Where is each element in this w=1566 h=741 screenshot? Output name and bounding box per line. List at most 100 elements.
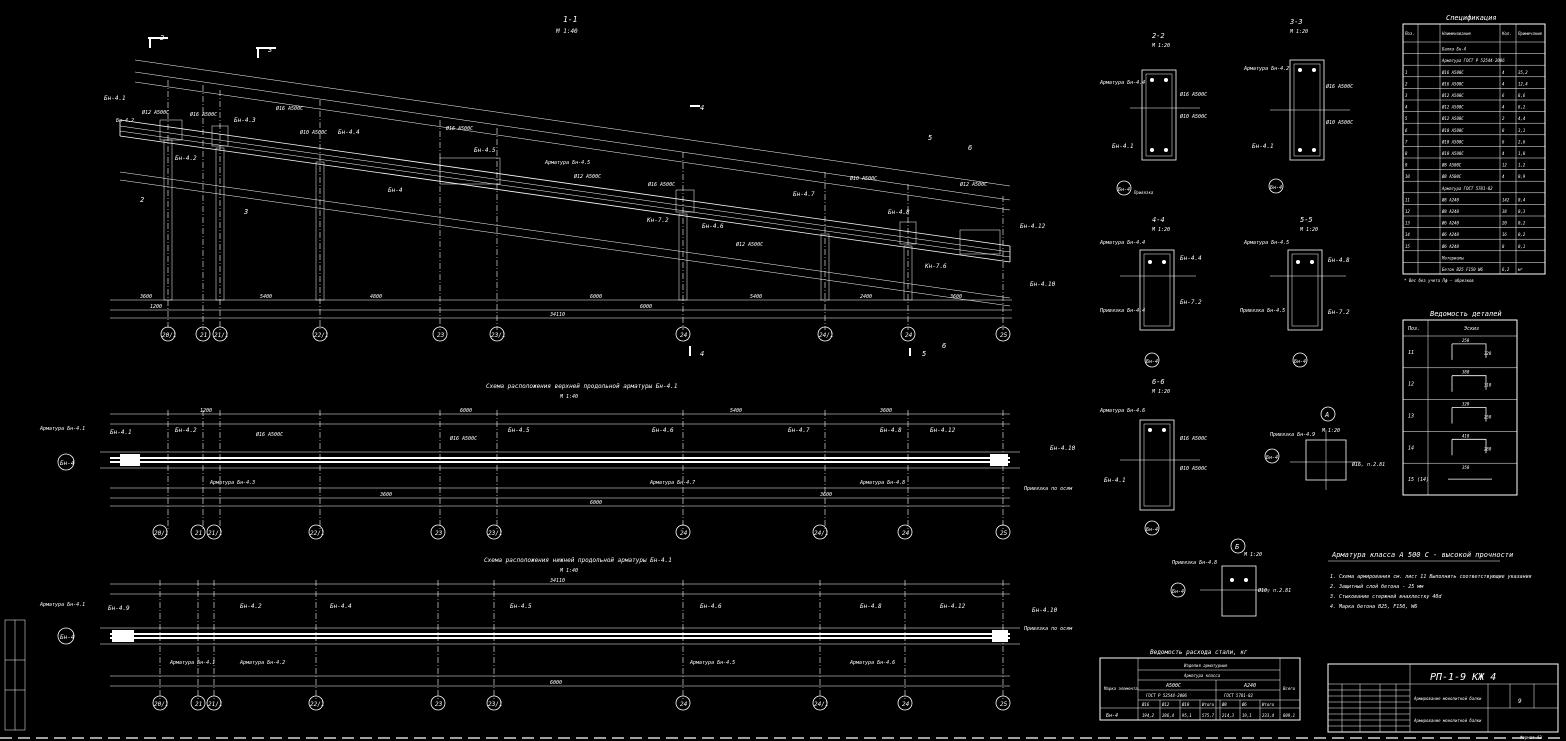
spec-cell: 6 [1502,139,1505,144]
svg-text:Бн-4.8: Бн-4.8 [860,603,882,610]
svg-text:25: 25 [1000,701,1008,708]
spec-cell: 0,9 [1518,174,1526,179]
detail-pos: 14 [1408,445,1414,451]
steel-value: 575,7 [1202,713,1215,718]
svg-text:Привязка: Привязка [1133,190,1154,195]
svg-text:22/1: 22/1 [310,530,324,537]
svg-text:Бн-4.12: Бн-4.12 [930,427,956,434]
svg-text:Бн-4.1: Бн-4.1 [1104,477,1126,484]
svg-text:21: 21 [195,701,202,708]
svg-text:6000: 6000 [590,294,602,300]
beam-bottom-edge [119,135,1011,263]
svg-text:Спецификация: Спецификация [1446,14,1497,22]
steel-diam: Ø10 [1182,702,1190,707]
svg-text:5400: 5400 [750,294,762,300]
svg-text:Бн-4.5: Бн-4.5 [510,603,532,610]
svg-text:ГОСТ Р 52544-2006: ГОСТ Р 52544-2006 [1146,693,1188,698]
svg-text:21: 21 [200,332,207,339]
svg-text:Бн-4.6: Бн-4.6 [700,603,722,610]
spec-cell: 2 [1405,81,1408,86]
spec-cell: Ø8 А240 [1442,197,1459,202]
svg-text:Бн-4: Бн-4 [1118,187,1130,193]
svg-text:1200: 1200 [150,304,162,310]
plan-bottom: Схема расположения нижней продольной арм… [39,557,1073,700]
drawing-code: РП-1-9 КЖ 4 [1430,672,1496,683]
spec-cell: 8 [1502,244,1505,249]
svg-text:Ø16 А500С: Ø16 А500С [1326,83,1353,90]
svg-text:Всего: Всего [1283,686,1296,691]
axis-lines [167,80,1004,330]
svg-text:Привязка по осям: Привязка по осям [1023,626,1073,632]
svg-text:Ведомость деталей: Ведомость деталей [1430,310,1502,318]
spec-cell: 0,2 [1518,232,1526,237]
spec-cell: 6 [1502,93,1505,98]
spec-cell: Ø8 А500С [1442,163,1462,168]
detail-dim: 320 [1483,351,1492,356]
svg-text:Ø12 А500С: Ø12 А500С [142,109,169,116]
spec-cell: Ø10 А500С [1442,128,1464,133]
spec-cell: 0,2 [1518,221,1526,226]
svg-text:6-6: 6-6 [1152,378,1165,386]
steel-value: 95,1 [1182,713,1192,718]
svg-text:3600: 3600 [879,408,892,414]
steel-value: 233,4 [1262,713,1275,718]
beam-top-edge [119,119,1011,247]
svg-text:Ø10 А500С: Ø10 А500С [1326,119,1353,126]
svg-text:М 1:40: М 1:40 [559,394,578,400]
svg-text:Привязка по осям: Привязка по осям [1023,486,1073,492]
plan-top: Схема расположения верхней продольной ар… [39,383,1076,530]
spec-cell: 8 [1502,128,1505,133]
svg-text:Ø10 А500С: Ø10 А500С [300,129,327,136]
spec-cell: 12,4 [1518,81,1528,86]
svg-text:Бн-4: Бн-4 [1146,359,1158,365]
svg-text:5400: 5400 [730,408,742,414]
svg-text:Арматура Бн-4.4: Арматура Бн-4.4 [1099,240,1145,246]
svg-text:3600: 3600 [819,492,832,498]
svg-text:Бн-4.4: Бн-4.4 [330,603,352,610]
steel-diam: Ø6 [1242,702,1247,707]
svg-text:3-3: 3-3 [1289,18,1303,26]
svg-text:Ø16 А500С: Ø16 А500С [256,431,283,438]
svg-text:34110: 34110 [549,578,565,584]
spec-cell: 6,2 [1518,105,1526,110]
section-title: 1-1 [563,15,577,24]
svg-text:Бн-4: Бн-4 [60,634,75,641]
spec-cell: 4 [1502,151,1505,156]
cross-sections: 2-2 М 1:20 Арматура Бн-4.4 Ø16 А500С Ø10… [1099,18,1385,617]
svg-text:6000: 6000 [640,304,652,310]
detail-pos: 12 [1408,382,1414,388]
plan-top-title: Схема расположения верхней продольной ар… [486,383,677,390]
svg-text:6000: 6000 [550,680,562,686]
spec-cell: 12 [1405,209,1410,214]
spec-cell: 4,4 [1518,116,1526,121]
svg-text:2: 2 [140,196,144,204]
spec-cell: Ø8 А240 [1442,209,1459,214]
spec-cell: 2 [1502,116,1505,121]
svg-text:Бн-4.6: Бн-4.6 [652,427,674,434]
spec-cell: 4 [1405,105,1408,110]
svg-text:ГОСТ 5781-82: ГОСТ 5781-82 [1224,693,1253,698]
note-title: Арматура класса А 500 С - высокой прочно… [1331,551,1513,559]
svg-text:Бн-4: Бн-4 [60,460,75,467]
svg-text:Ø16 А500С: Ø16 А500С [1180,91,1207,98]
spec-cell: 142 [1502,197,1510,202]
svg-text:6: 6 [942,342,946,350]
svg-text:21/1: 21/1 [208,701,222,708]
svg-text:Кн-7.6: Кн-7.6 [924,263,947,270]
svg-text:М 1:40: М 1:40 [559,568,578,574]
svg-text:Ø12 А500С: Ø12 А500С [574,173,601,180]
svg-text:6: 6 [968,144,972,152]
svg-text:21/1: 21/1 [208,530,222,537]
stirrup-clusters [159,119,1001,255]
svg-text:Бн-4.5: Бн-4.5 [508,427,530,434]
steel-diam: Ø8 [1222,702,1227,707]
svg-text:Арматура Бн-4.6: Арматура Бн-4.6 [849,660,895,666]
svg-text:Арматура Бн-4.4: Арматура Бн-4.4 [1099,80,1145,86]
svg-text:М 1:20: М 1:20 [1243,552,1262,558]
svg-text:Примечание: Примечание [1517,31,1543,36]
svg-text:Бн-4.6: Бн-4.6 [702,223,724,230]
details-table: Ведомость деталей Поз. Эскиз 11250320123… [1402,310,1518,496]
svg-text:22/1: 22/1 [314,332,328,339]
detail-dim: 410 [1462,433,1470,438]
